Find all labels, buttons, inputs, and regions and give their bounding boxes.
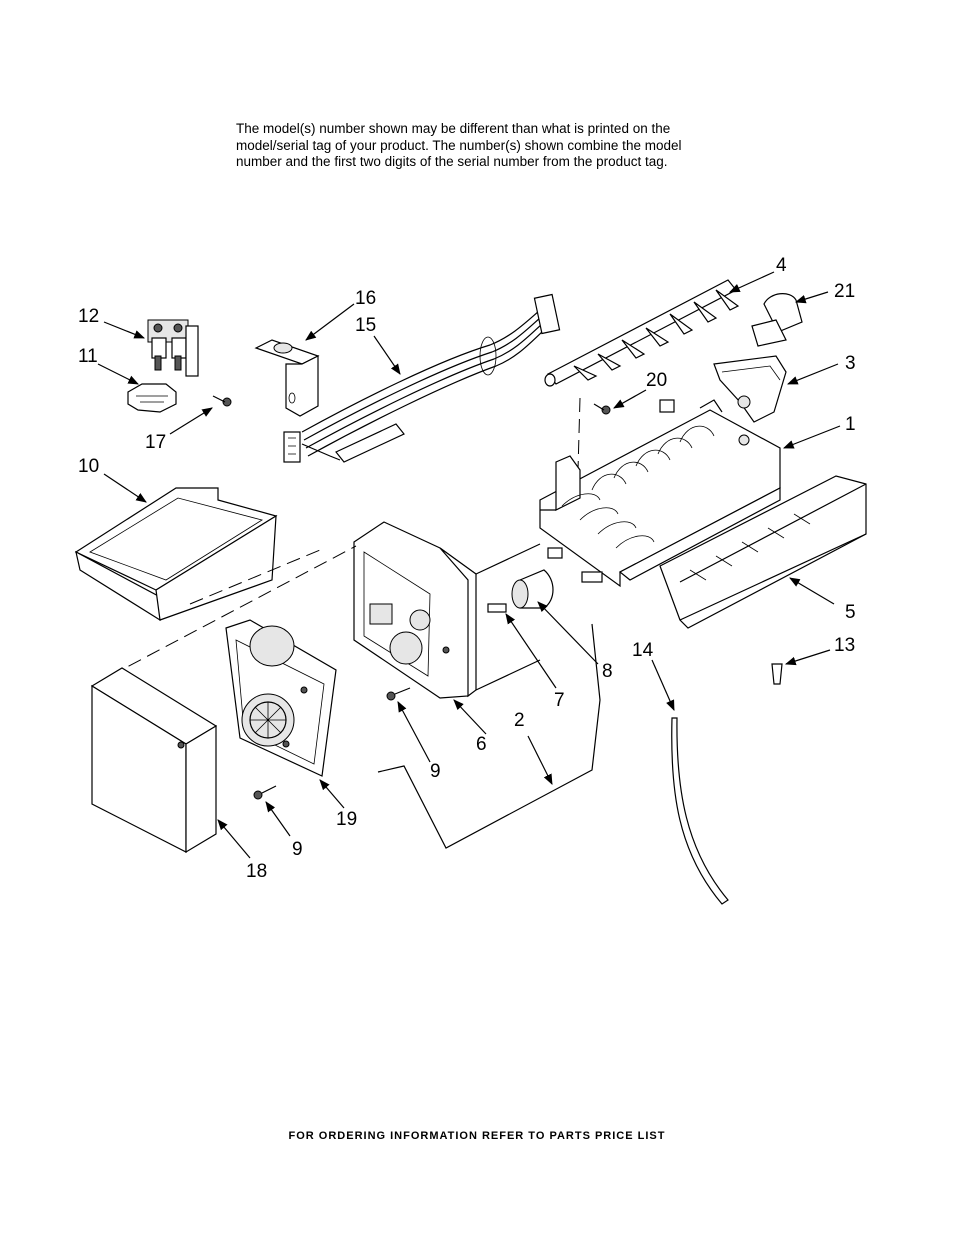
screw-13	[771, 663, 783, 685]
callout-10: 10	[78, 456, 99, 477]
ice-mold	[539, 399, 781, 588]
callout-12: 12	[78, 306, 99, 327]
callout-17: 17	[145, 432, 166, 453]
callout-8: 8	[602, 661, 613, 682]
ejector-shaft	[544, 279, 740, 387]
heater-pin	[487, 547, 603, 613]
callout-2: 2	[514, 710, 525, 731]
water-valve	[147, 319, 199, 377]
fill-tube	[671, 717, 729, 905]
notice-line-3: number and the first two digits of the s…	[236, 154, 668, 169]
mold-shield	[659, 475, 867, 629]
callout-11: 11	[78, 346, 98, 367]
screw-9-lower	[253, 785, 277, 800]
motor-cover	[90, 667, 218, 854]
callout-9-upper: 9	[430, 761, 441, 782]
callout-13: 13	[834, 635, 855, 656]
ice-bin	[74, 487, 278, 622]
callout-1: 1	[845, 414, 856, 435]
motor-housing	[353, 521, 477, 699]
wire-harness	[283, 293, 561, 463]
callout-3: 3	[845, 353, 856, 374]
callout-9-lower: 9	[292, 839, 303, 860]
wire-bracket	[254, 339, 320, 417]
callout-5: 5	[845, 602, 856, 623]
callout-15: 15	[355, 315, 376, 336]
feeler-arm	[377, 623, 601, 849]
fill-cup	[713, 355, 787, 423]
callout-21: 21	[834, 281, 855, 302]
screw-9-upper	[386, 687, 411, 701]
callout-4: 4	[776, 255, 787, 276]
callout-18: 18	[246, 861, 267, 882]
model-notice: The model(s) number shown may be differe…	[236, 121, 736, 171]
callout-16: 16	[355, 288, 376, 309]
notice-line-2: model/serial tag of your product. The nu…	[236, 137, 682, 153]
stripper-cap	[751, 293, 803, 347]
notice-line-1: The model(s) number shown may be differe…	[236, 121, 671, 136]
screw-17	[212, 395, 232, 407]
callout-14: 14	[632, 640, 654, 661]
screw-20	[593, 403, 611, 415]
callout-19: 19	[336, 809, 357, 830]
valve-bracket	[127, 383, 177, 413]
ordering-info-footer: FOR ORDERING INFORMATION REFER TO PARTS …	[288, 1130, 666, 1142]
thermostat	[511, 569, 554, 609]
callout-6: 6	[476, 734, 487, 755]
front-cover-plate	[225, 619, 337, 777]
callout-20: 20	[646, 370, 667, 391]
leader-lines	[97, 271, 841, 859]
callout-7: 7	[554, 690, 565, 711]
